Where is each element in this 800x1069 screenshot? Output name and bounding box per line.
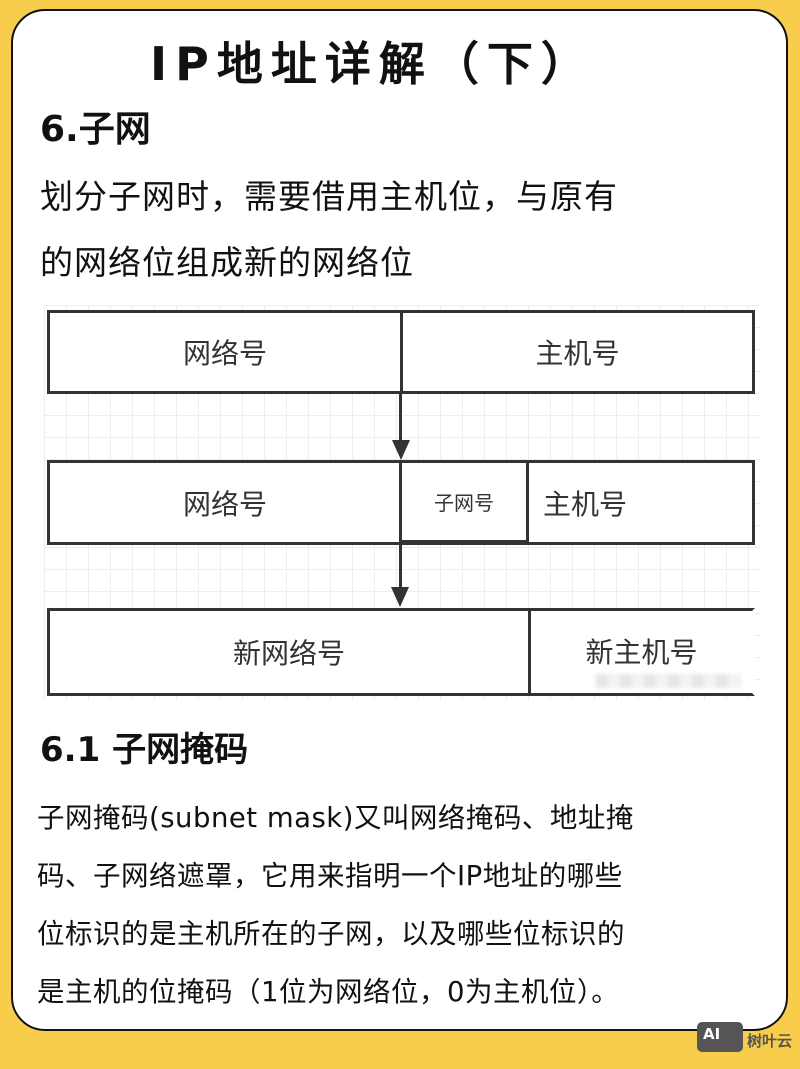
blurred-watermark: [596, 674, 741, 688]
arrow-down-icon: [392, 440, 410, 460]
body-text-line: 子网掩码(subnet mask)又叫网络掩码、地址掩: [37, 802, 634, 834]
page-title: IP地址详解（下）: [150, 37, 595, 91]
body-text-line: 的网络位组成新的网络位: [40, 243, 414, 282]
network-id-box: 网络号: [47, 310, 403, 394]
body-text-line: 码、子网络遮罩，它用来指明一个IP地址的哪些: [37, 860, 623, 892]
body-text-line: 位标识的是主机所在的子网，以及哪些位标识的: [37, 918, 625, 950]
network-id-box: 网络号: [47, 460, 403, 545]
section-heading-subnet: 6.子网: [40, 109, 151, 150]
subnet-id-box: 子网号: [399, 460, 529, 543]
logo-text: AI: [703, 1025, 721, 1043]
body-text-line: 是主机的位掩码（1位为网络位，0为主机位）。: [37, 976, 620, 1008]
new-network-id-box: 新网络号: [47, 608, 531, 696]
host-id-box: 主机号: [400, 310, 755, 394]
body-text-line: 划分子网时，需要借用主机位，与原有: [40, 177, 618, 216]
subnet-diagram: 网络号 主机号 网络号 主机号 子网号 新网络号 新主机号: [44, 305, 760, 700]
watermark-text: 树叶云: [747, 1032, 793, 1050]
arrow-line: [399, 394, 402, 444]
ai-image-logo-icon: AI: [697, 1022, 743, 1052]
arrow-down-icon: [391, 587, 409, 607]
section-heading-subnet-mask: 6.1 子网掩码: [40, 730, 249, 770]
arrow-line: [399, 545, 402, 590]
